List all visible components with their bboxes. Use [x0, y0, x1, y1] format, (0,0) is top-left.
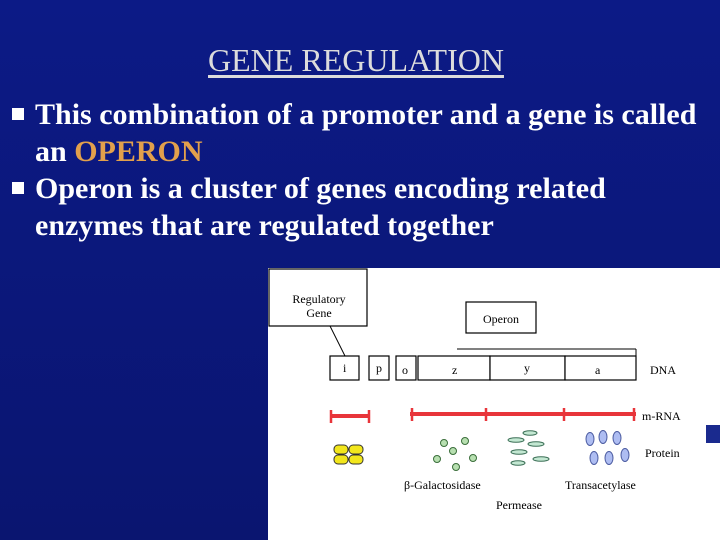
segment-p-label: p [376, 362, 382, 375]
operon-diagram: Regulatory Gene Operon i p o z y a DNA m… [268, 268, 720, 540]
bullet-list: This combination of a promoter and a gen… [10, 96, 710, 244]
permease-proteins [508, 431, 549, 466]
operon-highlight: OPERON [74, 135, 202, 168]
segment-a [565, 356, 636, 380]
mrna-label: m-RNA [642, 410, 681, 423]
bullet-operon-cluster: Operon is a cluster of genes encoding re… [10, 170, 710, 244]
operon-label: Operon [466, 312, 536, 326]
bullet-text: Operon is a cluster of genes encoding re… [35, 172, 606, 242]
galactosidase-label: β-Galactosidase [404, 479, 481, 492]
permease-label: Permease [496, 499, 542, 512]
segment-i-label: i [343, 362, 346, 375]
slide-title: GENE REGULATION [0, 42, 712, 79]
square-bullet-icon [12, 182, 24, 194]
segment-z-label: z [452, 364, 457, 377]
segment-y-label: y [524, 362, 530, 375]
repressor-protein [334, 445, 363, 464]
regulatory-gene-label: Regulatory Gene [280, 292, 358, 320]
corner-artifact [706, 425, 720, 443]
segment-a-label: a [595, 364, 600, 377]
square-bullet-icon [12, 108, 24, 120]
protein-label: Protein [645, 447, 680, 460]
galactosidase-proteins [434, 438, 477, 471]
segment-o-label: o [402, 364, 408, 377]
bullet-operon-definition: This combination of a promoter and a gen… [10, 96, 710, 170]
regulatory-pointer [330, 326, 345, 356]
transacetylase-proteins [586, 431, 629, 465]
transacetylase-label: Transacetylase [565, 479, 636, 492]
galactosidase-text: -Galactosidase [410, 478, 481, 492]
dna-label: DNA [650, 364, 676, 377]
